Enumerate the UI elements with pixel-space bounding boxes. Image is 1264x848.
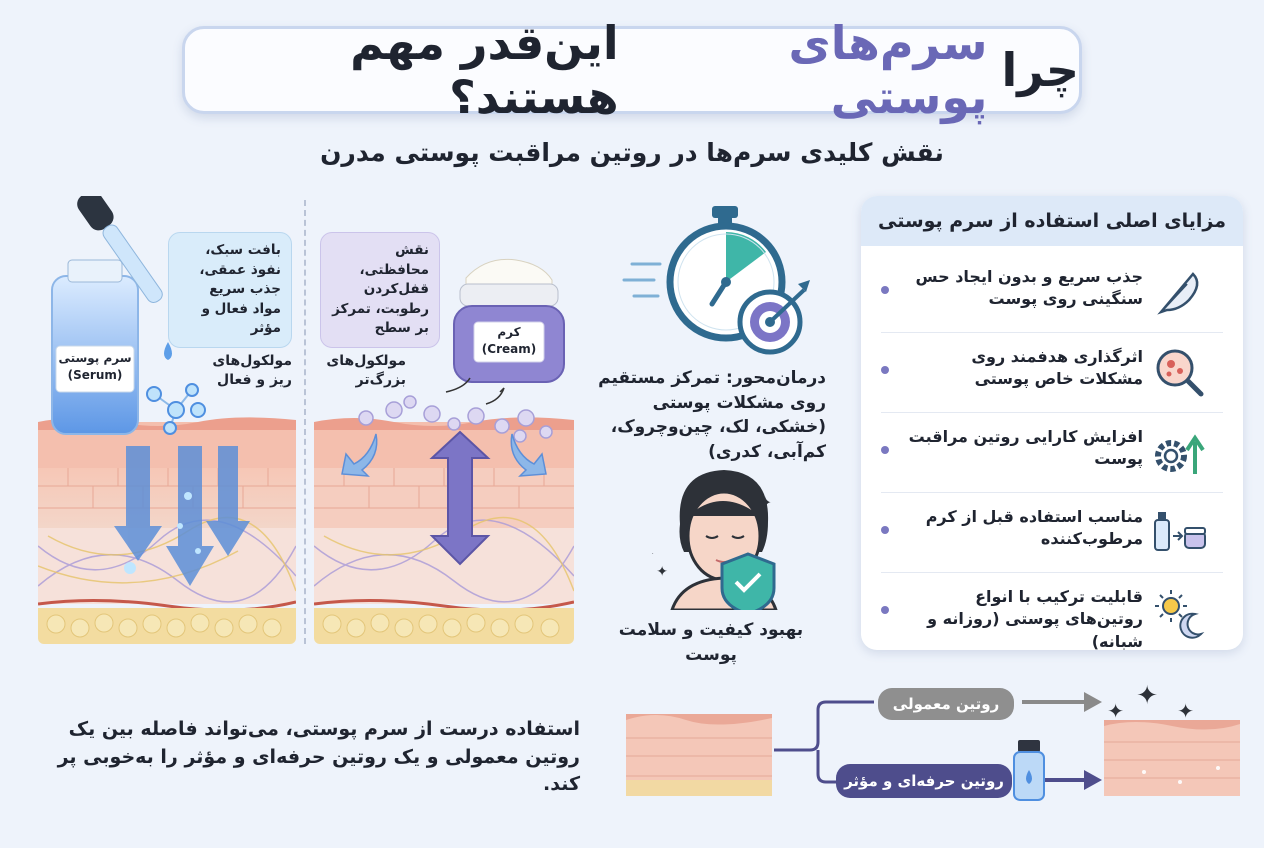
skin-health-text: بهبود کیفیت و سلامت پوست bbox=[618, 620, 804, 665]
normal-routine-pill: روتین معمولی bbox=[878, 688, 1014, 720]
svg-text:✦: ✦ bbox=[1177, 699, 1194, 723]
serum-bubble: بافت سبک، نفوذ عمقی، جذب سریع مواد فعال … bbox=[168, 232, 292, 348]
pro-routine-pill: روتین حرفه‌ای و مؤثر bbox=[836, 764, 1012, 798]
cream-jar-label-fa: کرم bbox=[497, 325, 521, 339]
bullet-dot bbox=[881, 286, 889, 294]
title-prefix: چرا bbox=[1001, 43, 1079, 97]
title-accent: سرم‌های پوستی bbox=[788, 16, 988, 124]
benefit-text: مناسب استفاده قبل از کرم مرطوب‌کننده bbox=[925, 507, 1143, 549]
routine-comparison-diagram: ✦ ✦ ✦ bbox=[626, 681, 1240, 801]
page-title: چرا سرم‌های پوستی این‌قدر مهم هستند؟ bbox=[182, 16, 1082, 124]
benefit-text: اثرگذاری هدفمند روی مشکلات خاص پوستی bbox=[971, 347, 1143, 389]
conclusion-text: استفاده درست از سرم پوستی، می‌تواند فاصل… bbox=[57, 718, 580, 796]
stopwatch-target-icon bbox=[622, 206, 810, 355]
svg-text:✦: ✦ bbox=[1136, 681, 1158, 711]
bullet-dot bbox=[881, 446, 889, 454]
serum-bottle-label-en: (Serum) bbox=[67, 367, 123, 382]
benefits-card: مزایای اصلی استفاده از سرم پوستی جذب سری… bbox=[861, 196, 1243, 650]
title-suffix: این‌قدر مهم هستند؟ bbox=[350, 16, 619, 124]
svg-text:✦: ✦ bbox=[652, 547, 654, 561]
cream-skin-illustration bbox=[314, 258, 574, 644]
benefit-item: اثرگذاری هدفمند روی مشکلات خاص پوستی bbox=[861, 334, 1243, 412]
sun-moon-icon bbox=[1155, 590, 1205, 639]
face-shield-icon: ✦ ✦ ✦ bbox=[652, 470, 778, 610]
magnifier-icon bbox=[1156, 349, 1204, 397]
benefit-item: افزایش کارایی روتین مراقبت پوست bbox=[861, 414, 1243, 492]
benefit-text: جذب سریع و بدون ایجاد حس سنگینی روی پوست bbox=[915, 267, 1143, 309]
cream-molecules-label: مولکول‌های بزرگ‌تر bbox=[326, 353, 406, 388]
benefit-item: جذب سریع و بدون ایجاد حس سنگینی روی پوست bbox=[861, 254, 1243, 332]
svg-text:✦: ✦ bbox=[1107, 699, 1124, 723]
cream-jar-label: کرم (Cream) bbox=[474, 324, 544, 358]
serum-bottle-label: سرم پوستی (Serum) bbox=[56, 350, 134, 384]
bullet-dot bbox=[881, 526, 889, 534]
serum-skin-illustration bbox=[38, 196, 296, 644]
cream-panel: نقش محافظتی، قفل‌کردن رطوبت، تمرکز بر سط… bbox=[314, 196, 574, 644]
gear-arrow-icon bbox=[1155, 434, 1205, 474]
panel-divider bbox=[304, 200, 306, 644]
benefit-text: قابلیت ترکیب با انواع روتین‌های پوستی (ر… bbox=[927, 587, 1143, 650]
cream-bubble: نقش محافظتی، قفل‌کردن رطوبت، تمرکز بر سط… bbox=[320, 232, 440, 348]
serum-bottle-label-fa: سرم پوستی bbox=[58, 351, 132, 365]
serum-molecules-label: مولکول‌های ریز و فعال bbox=[212, 353, 292, 388]
feather-icon bbox=[1157, 272, 1199, 315]
serum-panel: بافت سبک، نفوذ عمقی، جذب سریع مواد فعال … bbox=[38, 196, 296, 644]
page-subtitle: نقش کلیدی سرم‌ها در روتین مراقبت پوستی م… bbox=[320, 138, 944, 167]
benefit-item: مناسب استفاده قبل از کرم مرطوب‌کننده bbox=[861, 494, 1243, 572]
benefit-item: قابلیت ترکیب با انواع روتین‌های پوستی (ر… bbox=[861, 574, 1243, 650]
benefits-heading: مزایای اصلی استفاده از سرم پوستی bbox=[861, 196, 1243, 246]
svg-text:✦: ✦ bbox=[656, 564, 668, 580]
svg-text:✦: ✦ bbox=[759, 493, 772, 512]
bullet-dot bbox=[881, 606, 889, 614]
targeted-treatment-text: درمان‌محور: تمرکز مستقیم روی مشکلات پوست… bbox=[598, 368, 826, 462]
cream-jar-label-en: (Cream) bbox=[481, 341, 537, 356]
benefit-text: افزایش کارایی روتین مراقبت پوست bbox=[908, 427, 1143, 469]
bullet-dot bbox=[881, 366, 889, 374]
serum-to-cream-icon bbox=[1154, 512, 1206, 551]
